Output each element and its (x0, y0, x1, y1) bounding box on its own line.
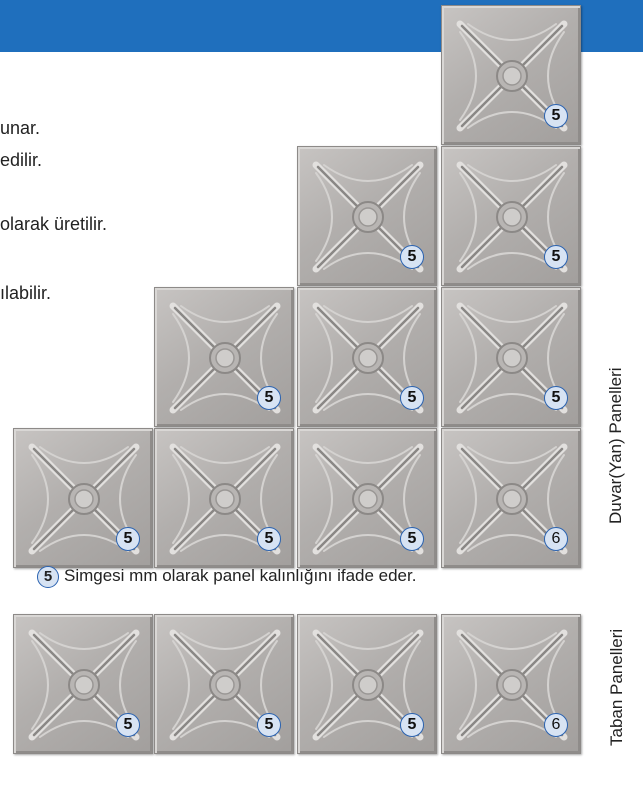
thickness-legend-text: Simgesi mm olarak panel kalınlığını ifad… (64, 566, 416, 586)
panel: 5 (441, 287, 581, 427)
panel-thickness-badge: 5 (116, 713, 140, 737)
panel: 5 (441, 146, 581, 286)
panel: 5 (154, 428, 294, 568)
text-line-2: edilir. (0, 150, 42, 171)
panel: 6 (441, 614, 581, 754)
text-line-3: olarak üretilir. (0, 214, 107, 235)
panel-thickness-badge: 5 (544, 386, 568, 410)
wall-panels-label: Duvar(Yan) Panelleri (606, 367, 626, 524)
panel-thickness-badge: 5 (400, 713, 424, 737)
panel: 5 (154, 614, 294, 754)
panel: 5 (297, 287, 437, 427)
panel: 5 (297, 614, 437, 754)
panel: 5 (13, 614, 153, 754)
text-line-1: unar. (0, 118, 40, 139)
panel: 5 (13, 428, 153, 568)
panel-thickness-badge: 5 (257, 713, 281, 737)
panel: 6 (441, 428, 581, 568)
panel-thickness-badge: 5 (400, 245, 424, 269)
panel: 5 (297, 428, 437, 568)
panel-thickness-badge: 5 (544, 104, 568, 128)
panel: 5 (441, 5, 581, 145)
thickness-legend-badge: 5 (37, 566, 59, 588)
panel-thickness-badge: 5 (400, 386, 424, 410)
panel-thickness-badge: 5 (116, 527, 140, 551)
panel-thickness-badge: 6 (544, 713, 568, 737)
panel-thickness-badge: 6 (544, 527, 568, 551)
panel-thickness-badge: 5 (257, 386, 281, 410)
panel: 5 (154, 287, 294, 427)
panel-thickness-badge: 5 (544, 245, 568, 269)
floor-panels-label: Taban Panelleri (607, 629, 627, 746)
panel-thickness-badge: 5 (257, 527, 281, 551)
panel-thickness-badge: 5 (400, 527, 424, 551)
text-line-4: ılabilir. (0, 283, 51, 304)
panel: 5 (297, 146, 437, 286)
